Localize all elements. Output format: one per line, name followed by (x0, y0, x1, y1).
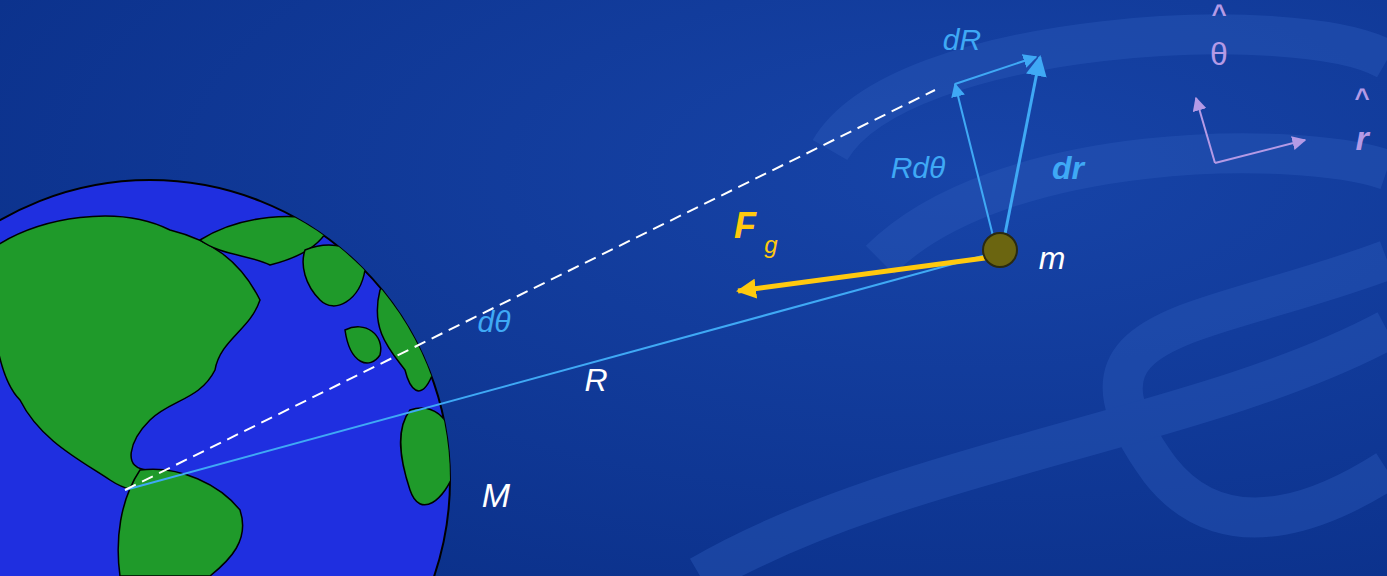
dashed-line (125, 90, 935, 490)
rdtheta-arrow (955, 84, 993, 236)
earth (0, 180, 456, 576)
subscript-label: g (764, 233, 777, 257)
vector-label: dr (1052, 152, 1084, 184)
radius-line (125, 252, 997, 490)
differential-label: dR (943, 25, 981, 55)
mass-label: m (1039, 242, 1066, 274)
radius-label: R (584, 364, 607, 396)
dr-radial-arrow (955, 57, 1036, 84)
hat-symbol: ^ (1211, 1, 1226, 27)
angle-label: dθ (478, 307, 511, 337)
unit-vector-label: θ (1210, 38, 1228, 70)
r-unit-vector (1215, 140, 1305, 163)
dr-arrow (1005, 57, 1040, 234)
force-label: F (734, 208, 756, 244)
hat-symbol: ^ (1354, 85, 1369, 111)
unit-vector-label: r (1355, 121, 1368, 155)
mass (983, 233, 1017, 267)
theta-unit-vector (1196, 98, 1215, 163)
differential-label: Rdθ (891, 153, 946, 183)
earth-mass-label: M (482, 478, 510, 512)
force-arrow (738, 258, 985, 291)
